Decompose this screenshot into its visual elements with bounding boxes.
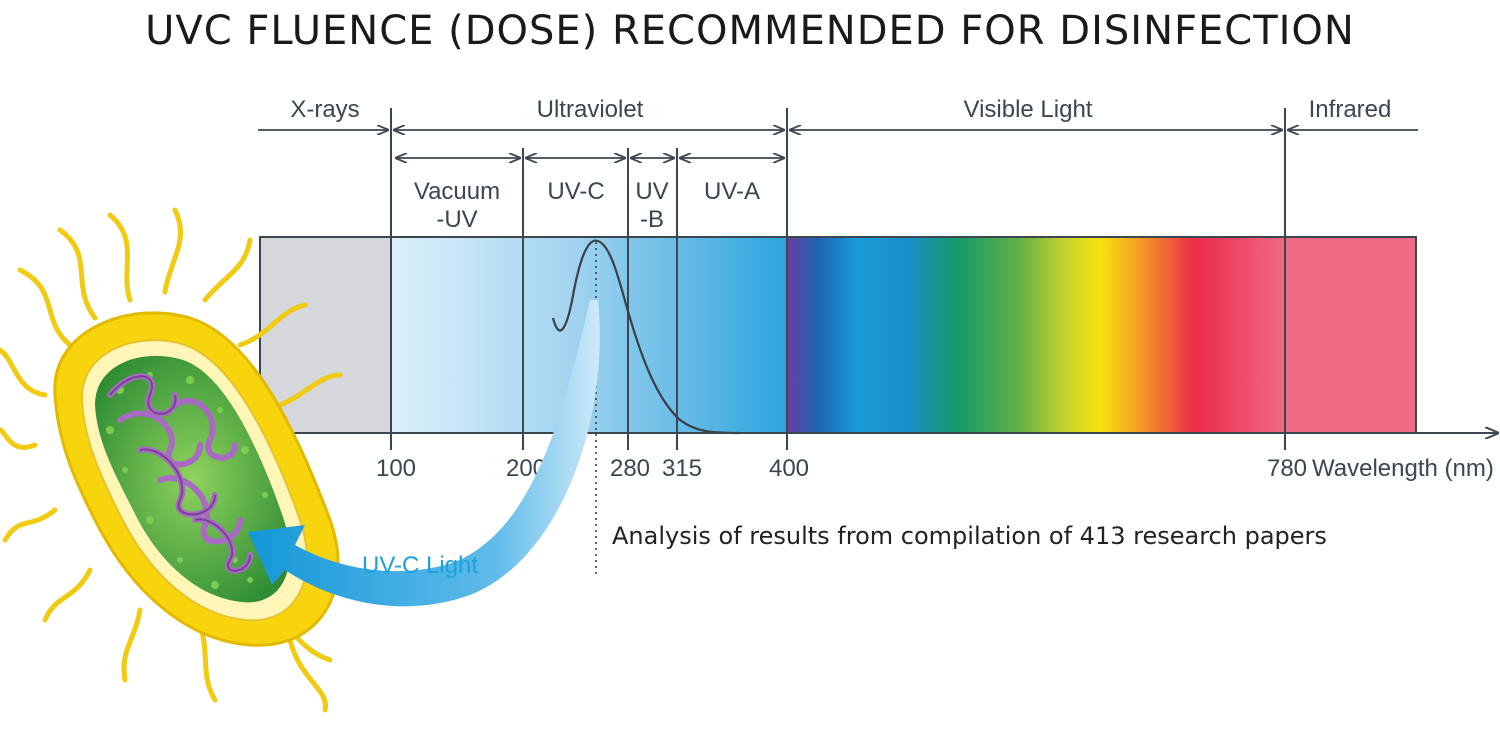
uvc-light-arrow	[248, 300, 600, 607]
spectrum-bar	[259, 236, 1417, 434]
label-infrared: Infrared	[1309, 96, 1392, 123]
uvc-light-label: UV-C Light	[362, 552, 478, 579]
tick-label-100: 100	[376, 455, 416, 482]
label-uvb-1: UV	[635, 178, 668, 205]
tick-label-780: 780	[1267, 455, 1307, 482]
axis-label: Wavelength (nm)	[1312, 455, 1494, 482]
analysis-note: Analysis of results from compilation of …	[612, 522, 1327, 550]
xray-band	[260, 237, 391, 433]
page-title: UVC FLUENCE (DOSE) RECOMMENDED FOR DISIN…	[145, 8, 1355, 54]
label-xrays: X-rays	[290, 96, 359, 123]
region-arrows	[258, 130, 1418, 158]
label-uvc: UV-C	[547, 178, 604, 205]
region-dividers	[390, 108, 1286, 450]
label-uvb-2: -B	[640, 206, 664, 233]
infrared-band	[1285, 237, 1416, 433]
label-visible-light: Visible Light	[964, 96, 1093, 123]
label-uva: UV-A	[704, 178, 760, 205]
label-vacuum-uv-2: -UV	[436, 206, 477, 233]
label-vacuum-uv-1: Vacuum	[414, 178, 500, 205]
label-ultraviolet: Ultraviolet	[537, 96, 644, 123]
tick-label-280: 280	[610, 455, 650, 482]
tick-label-315: 315	[662, 455, 702, 482]
visible-band	[787, 237, 1285, 433]
tick-label-400: 400	[769, 455, 809, 482]
germicidal-curve	[551, 239, 741, 435]
